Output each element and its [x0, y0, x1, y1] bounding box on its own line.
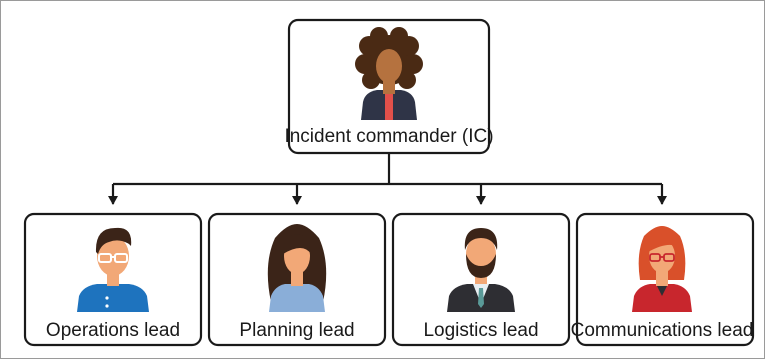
node-label: Planning lead: [239, 320, 354, 341]
node-communications-lead: Communications lead: [571, 212, 755, 347]
woman-glasses-red-top-person-icon: [632, 226, 692, 312]
man-glasses-blue-shirt-person-icon: [77, 227, 149, 312]
node-label: Incident commander (IC): [284, 126, 493, 147]
node-logistics-lead: Logistics lead: [391, 212, 571, 347]
woman-long-hair-person-icon: [267, 224, 327, 312]
node-planning-lead: Planning lead: [207, 212, 387, 347]
node-operations-lead: Operations lead: [23, 212, 203, 347]
node-label: Communications lead: [571, 320, 754, 341]
connectors: [108, 153, 667, 205]
node-incident-commander: Incident commander (IC): [284, 18, 494, 155]
node-label: Operations lead: [46, 320, 180, 341]
woman-curly-hair-person-icon: [355, 27, 423, 120]
bearded-man-suit-person-icon: [447, 228, 515, 312]
node-label: Logistics lead: [423, 320, 538, 341]
